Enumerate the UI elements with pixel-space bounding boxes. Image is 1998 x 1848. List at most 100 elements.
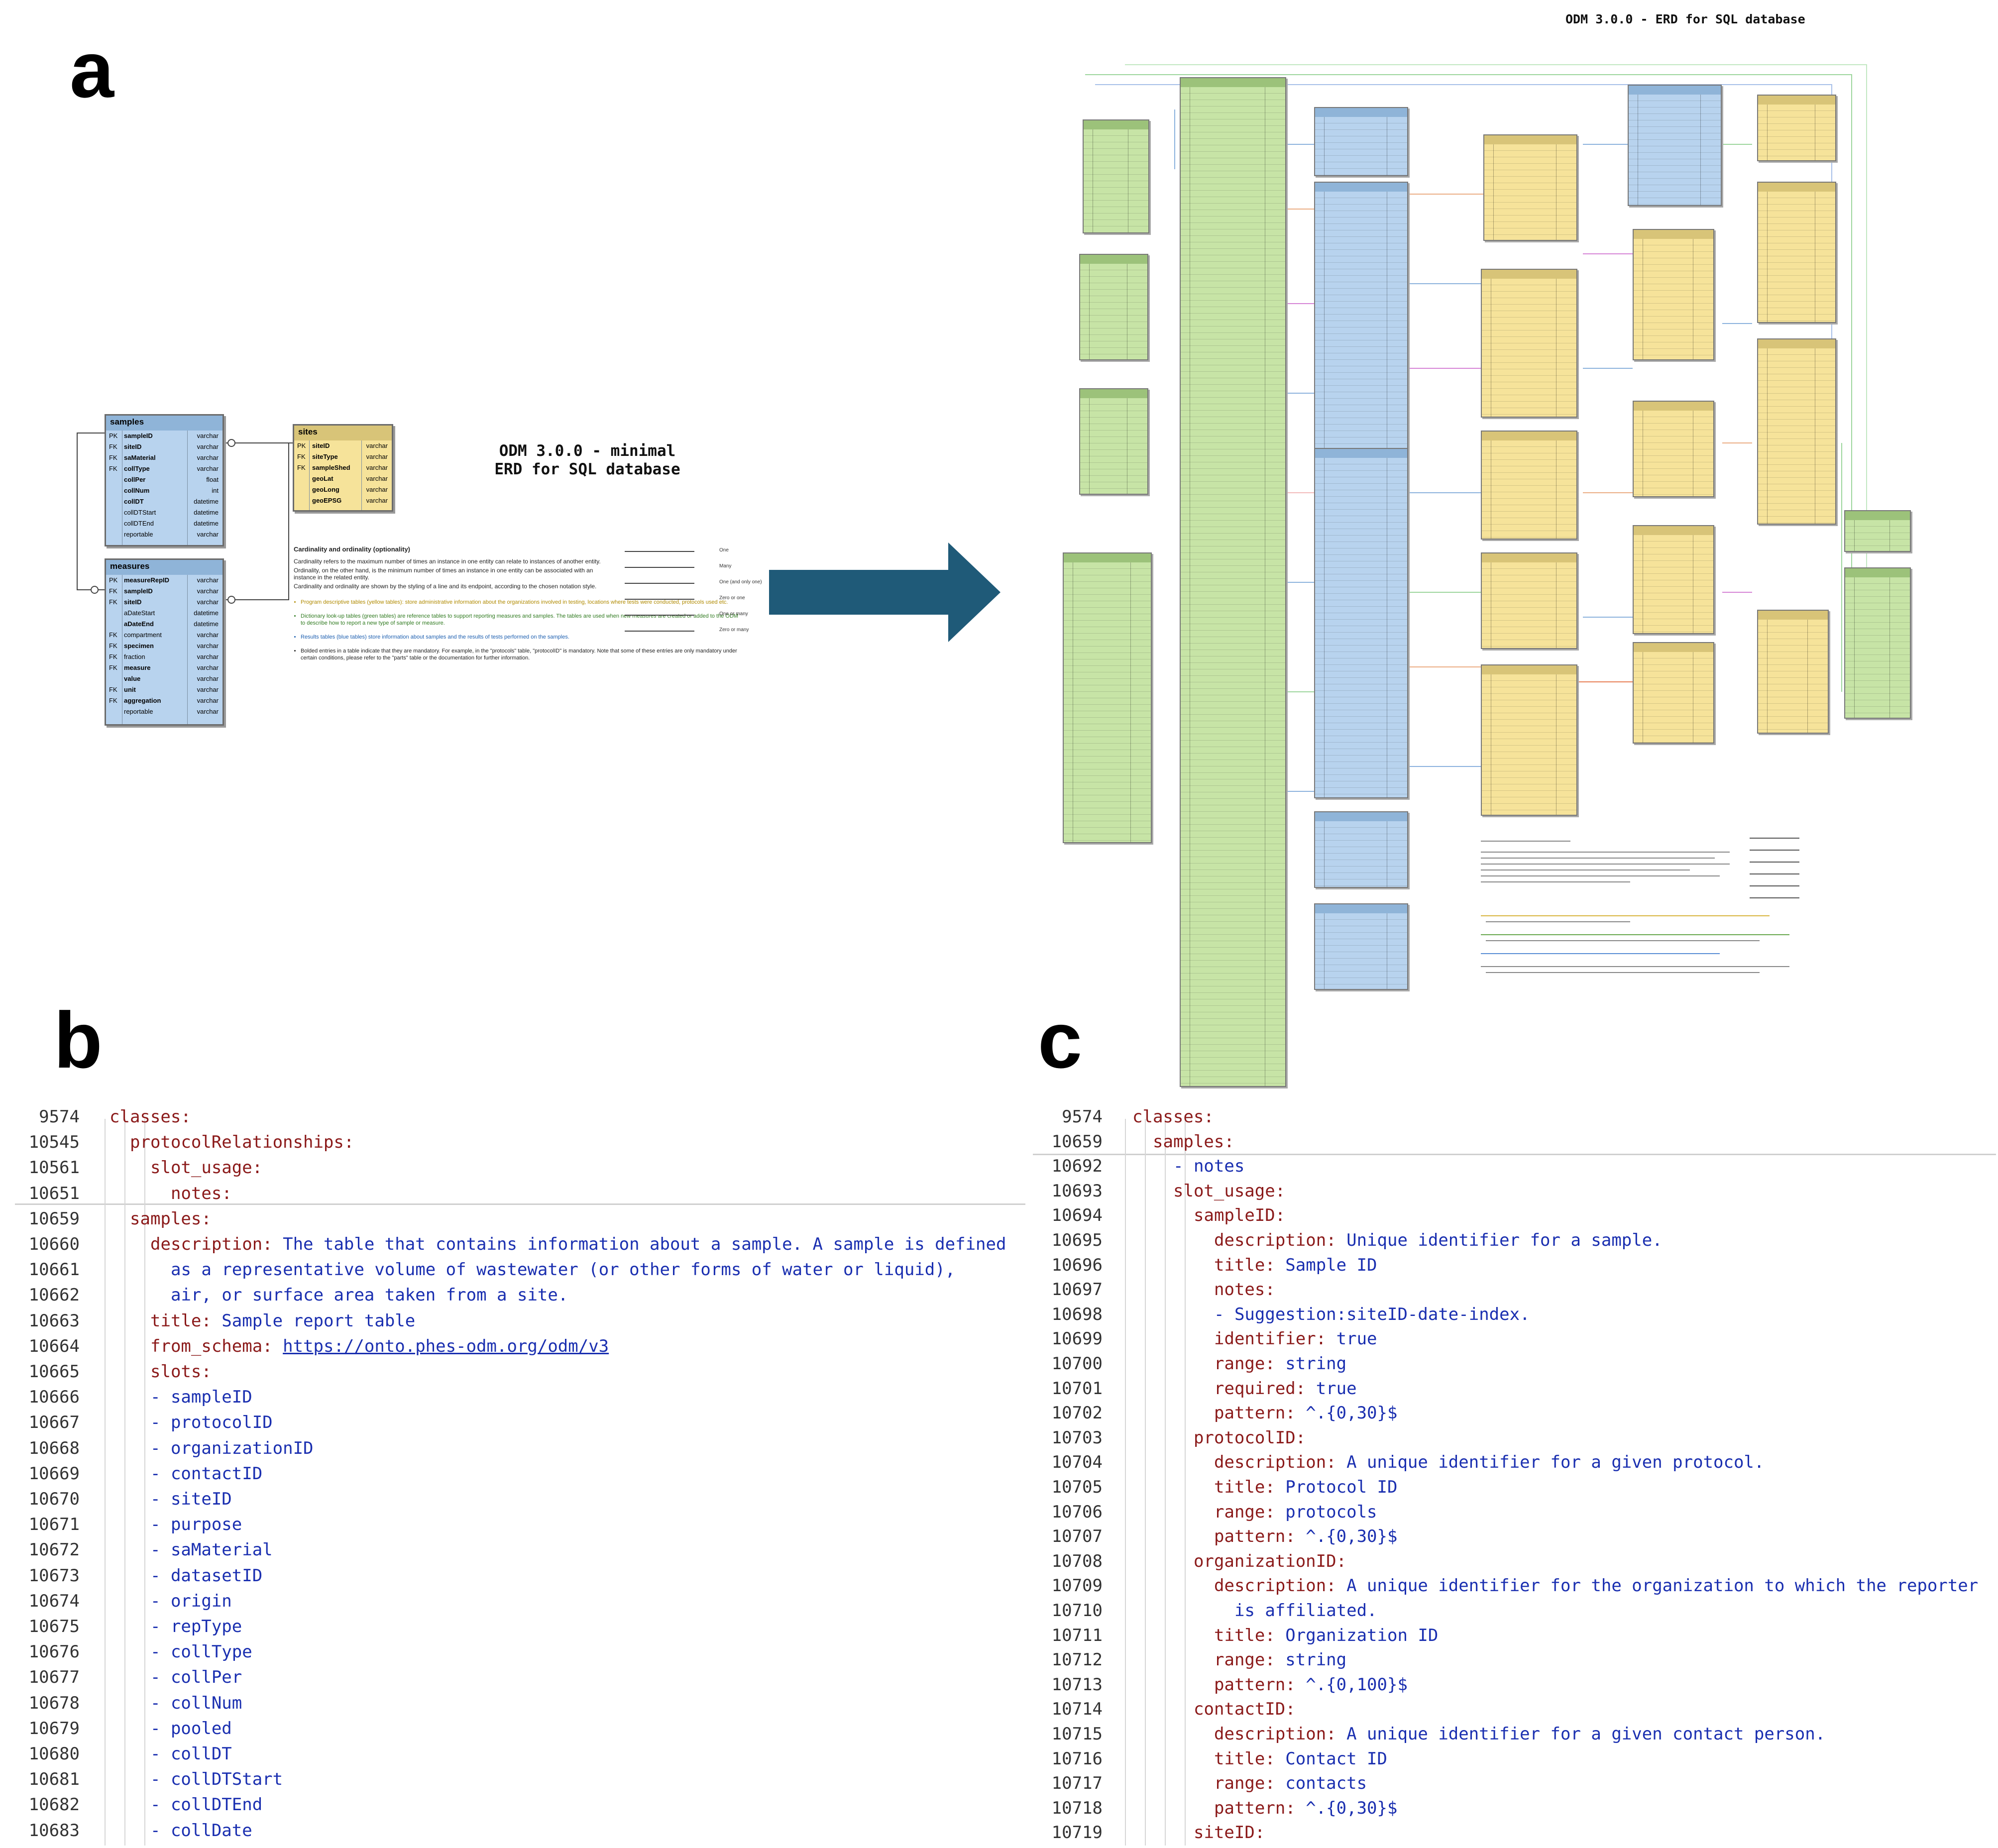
code-text: - datasetID: [150, 1566, 262, 1586]
column-field: aDateEnd: [124, 620, 154, 628]
erd-table-addresses: [1633, 525, 1714, 634]
column-field: geoEPSG: [312, 497, 342, 504]
yaml-value: string: [1285, 1354, 1347, 1374]
column-key: FK: [109, 664, 117, 671]
full-erd-legend-text-lines: [1481, 838, 1799, 973]
code-text: classes:: [1132, 1107, 1214, 1127]
yaml-value: - collDTEnd: [150, 1795, 263, 1815]
code-line: 10666- sampleID: [0, 1387, 1025, 1413]
column-field: unit: [124, 686, 136, 693]
yaml-value: - notes: [1173, 1156, 1245, 1177]
yaml-key: classes:: [110, 1107, 191, 1127]
legend-notation-text: Cardinality and ordinality are shown by …: [294, 583, 597, 590]
yaml-key: title:: [150, 1310, 222, 1331]
legend-line-one-only: One (and only one): [625, 575, 774, 591]
yaml-value: air, or surface area taken from a site.: [171, 1285, 568, 1305]
column-type: varchar: [197, 642, 219, 650]
yaml-key: description:: [150, 1234, 283, 1254]
line-number: 10709: [1051, 1576, 1103, 1596]
column-field: sampleShed: [312, 464, 350, 471]
erd-table-sample-relationships: [1314, 107, 1408, 176]
erd-table-translations: [1079, 254, 1148, 360]
column-type: varchar: [197, 631, 219, 639]
column-type: datetime: [194, 609, 219, 617]
column-field: collDTEnd: [124, 520, 154, 527]
line-number: 10666: [28, 1387, 80, 1408]
yaml-value: Contact ID: [1285, 1748, 1387, 1769]
line-number: 10693: [1051, 1181, 1103, 1201]
column-type: float: [206, 476, 219, 483]
line-number: 10712: [1051, 1650, 1103, 1670]
column-field: geoLong: [312, 486, 339, 493]
column-key: FK: [109, 697, 117, 704]
column-field: aggregation: [124, 697, 161, 704]
code-line: 10667- protocolID: [0, 1413, 1025, 1438]
table-row: collDTEnd datetime: [106, 518, 222, 529]
yaml-key: slot_usage:: [1173, 1181, 1286, 1201]
yaml-value: string: [1285, 1650, 1347, 1670]
yaml-key: samples:: [1153, 1131, 1234, 1152]
code-line: 10670- siteID: [0, 1489, 1025, 1515]
column-field: reportable: [124, 708, 153, 715]
line-number: 10680: [28, 1744, 80, 1764]
code-text: protocolID:: [1194, 1428, 1306, 1448]
column-type: datetime: [194, 520, 219, 527]
column-field: saMaterial: [124, 454, 156, 461]
yaml-value: true: [1336, 1329, 1377, 1349]
line-number: 10683: [28, 1820, 80, 1841]
yaml-value: protocols: [1285, 1502, 1377, 1522]
line-number: 10711: [1051, 1625, 1103, 1645]
line-number: 10702: [1051, 1403, 1103, 1423]
erd-table-instruments-2: [1757, 610, 1829, 734]
yaml-key: organizationID:: [1194, 1551, 1347, 1571]
erd-table-protocol-relationships: [1481, 552, 1577, 649]
column-field: collType: [124, 465, 150, 472]
column-field: collPer: [124, 476, 146, 483]
yaml-key: title:: [1214, 1255, 1286, 1275]
code-text: - pooled: [150, 1719, 232, 1739]
code-line: 10674- origin: [0, 1591, 1025, 1617]
erd-table-organizations: [1633, 401, 1714, 497]
code-line: 10675- repType: [0, 1617, 1025, 1642]
line-number: 9574: [39, 1107, 80, 1127]
line-number: 10660: [28, 1234, 80, 1254]
legend-line-many: Many: [625, 559, 774, 575]
line-number: 10715: [1051, 1724, 1103, 1744]
erd-table-quality-reports: [1314, 903, 1408, 990]
code-text: range: string: [1214, 1650, 1346, 1670]
code-text: range: protocols: [1214, 1502, 1377, 1522]
line-number: 10673: [28, 1565, 80, 1586]
column-key: PK: [297, 442, 306, 449]
yaml-value: - pooled: [150, 1718, 232, 1739]
yaml-value[interactable]: https://onto.phes-odm.org/odm/v3: [283, 1336, 609, 1356]
column-type: varchar: [197, 686, 219, 693]
code-line: 10683- collDate: [0, 1821, 1025, 1846]
yaml-value: The table that contains information abou…: [283, 1234, 1006, 1254]
column-field: siteID: [124, 443, 142, 450]
legend-line-one: One: [625, 544, 774, 559]
yaml-key: slots:: [150, 1362, 212, 1382]
yaml-value: - purpose: [150, 1515, 242, 1535]
line-number: 10676: [28, 1642, 80, 1662]
code-text: - collType: [150, 1642, 252, 1662]
column-type: datetime: [194, 509, 219, 516]
code-text: pattern: ^.{0,30}$: [1214, 1798, 1397, 1818]
code-line: 10692- notes: [1033, 1156, 1996, 1182]
column-type: varchar: [197, 697, 219, 704]
line-number: 10665: [28, 1362, 80, 1382]
